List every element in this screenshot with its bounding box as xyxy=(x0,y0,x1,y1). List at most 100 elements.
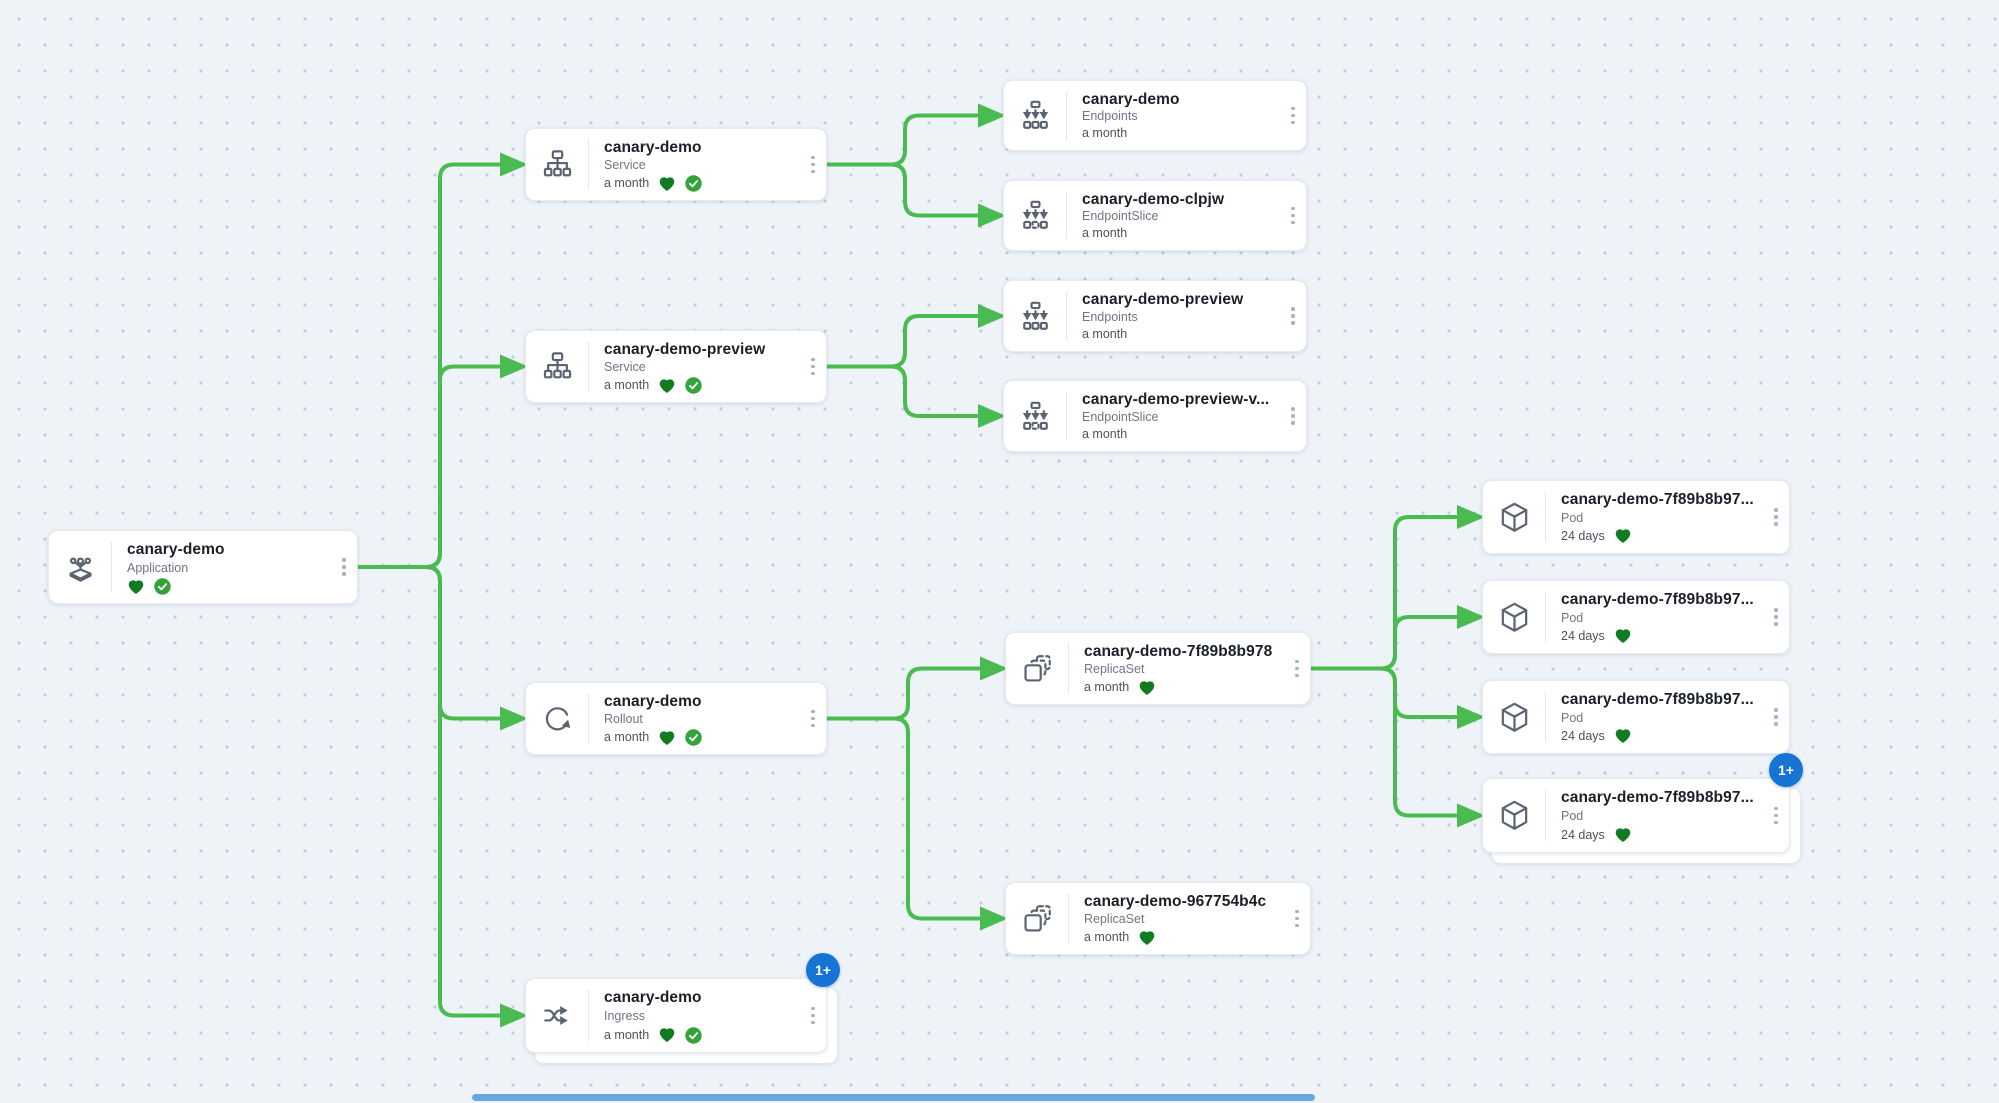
edge-rs1-to-pod2 xyxy=(1309,605,1485,671)
node-ep[interactable]: canary-demo Endpoints a month xyxy=(1003,80,1307,151)
divider xyxy=(1545,790,1546,841)
kebab-menu-button[interactable] xyxy=(1763,779,1789,852)
resource-kind-icon xyxy=(1018,399,1053,434)
edge-rs1-to-pod1 xyxy=(1309,505,1485,671)
more-count-badge[interactable]: 1+ xyxy=(1769,753,1803,787)
resource-title: canary-demo-967754b4c xyxy=(1084,893,1267,910)
edge-svc-preview-to-ep-preview xyxy=(825,304,1006,369)
node-rs2[interactable]: canary-demo-967754b4c ReplicaSet a month xyxy=(1005,882,1311,955)
resource-kind-icon xyxy=(1020,901,1055,936)
more-count-badge[interactable]: 1+ xyxy=(806,953,840,987)
resource-kind-label: Pod xyxy=(1561,809,1584,824)
divider xyxy=(1545,492,1546,542)
resource-kind-icon xyxy=(540,998,575,1033)
resource-age: 24 days xyxy=(1561,827,1605,842)
resource-age: a month xyxy=(604,175,650,190)
kebab-menu-button[interactable] xyxy=(800,331,826,402)
kebab-menu-button[interactable] xyxy=(1284,883,1310,954)
resource-title: canary-demo-preview xyxy=(1082,291,1244,308)
node-svc-preview[interactable]: canary-demo-preview Service a month xyxy=(525,330,827,403)
resource-age: a month xyxy=(1082,327,1128,342)
health-heart-icon xyxy=(658,176,676,192)
node-pod1[interactable]: canary-demo-7f89b8b97... Pod 24 days xyxy=(1482,480,1790,554)
kebab-menu-button[interactable] xyxy=(331,531,357,603)
divider xyxy=(1068,644,1069,693)
resource-age: a month xyxy=(1084,679,1130,694)
divider xyxy=(1545,692,1546,742)
node-pod2[interactable]: canary-demo-7f89b8b97... Pod 24 days xyxy=(1482,580,1790,654)
sync-check-icon xyxy=(685,729,702,746)
resource-kind-label: Endpoints xyxy=(1082,309,1138,324)
resource-kind-label: Endpoints xyxy=(1082,108,1138,123)
resource-title: canary-demo xyxy=(604,989,702,1006)
resource-kind-icon xyxy=(63,550,98,585)
resource-kind-label: Pod xyxy=(1561,510,1584,525)
edge-svc-preview-to-es-preview xyxy=(825,364,1006,428)
divider xyxy=(111,542,112,592)
kebab-menu-button[interactable] xyxy=(1763,581,1789,653)
divider xyxy=(1545,592,1546,642)
resource-title: canary-demo xyxy=(604,693,702,710)
resource-title: canary-demo-preview-v... xyxy=(1082,391,1270,408)
resource-title: canary-demo xyxy=(127,541,225,558)
kebab-menu-button[interactable] xyxy=(800,979,826,1052)
edge-app-to-svc xyxy=(356,152,528,569)
horizontal-scrollbar-thumb[interactable] xyxy=(472,1094,1315,1101)
edge-app-to-ingress xyxy=(356,565,528,1028)
node-pod4[interactable]: canary-demo-7f89b8b97... Pod 24 days 1+ xyxy=(1482,753,1803,853)
resource-age: a month xyxy=(1082,427,1128,442)
resource-title: canary-demo-7f89b8b978 xyxy=(1084,643,1273,660)
node-rs1[interactable]: canary-demo-7f89b8b978 ReplicaSet a mont… xyxy=(1005,632,1311,705)
resource-kind-icon xyxy=(540,349,575,384)
resource-title: canary-demo-7f89b8b97... xyxy=(1561,491,1754,508)
resource-kind-icon xyxy=(1497,600,1532,635)
resource-kind-label: Pod xyxy=(1561,610,1584,625)
health-heart-icon xyxy=(127,579,145,595)
resource-kind-icon xyxy=(540,701,575,736)
edge-rollout-to-rs2 xyxy=(825,716,1008,931)
kebab-menu-button[interactable] xyxy=(800,683,826,754)
node-app[interactable]: canary-demo Application xyxy=(48,530,358,604)
kebab-menu-button[interactable] xyxy=(1280,181,1306,250)
sync-check-icon xyxy=(154,578,171,595)
resource-kind-label: ReplicaSet xyxy=(1084,662,1145,677)
kebab-menu-button[interactable] xyxy=(1763,681,1789,753)
node-svc[interactable]: canary-demo Service a month xyxy=(525,128,827,201)
resource-kind-icon xyxy=(1497,700,1532,735)
resource-title: canary-demo-preview xyxy=(604,341,766,358)
resource-kind-label: Pod xyxy=(1561,710,1584,725)
kebab-menu-button[interactable] xyxy=(1280,381,1306,451)
resource-kind-icon xyxy=(1497,500,1532,535)
node-rollout[interactable]: canary-demo Rollout a month xyxy=(525,682,827,755)
edge-rollout-to-rs1 xyxy=(825,656,1008,721)
resource-kind-icon xyxy=(1018,198,1053,233)
divider xyxy=(1066,292,1067,340)
health-heart-icon xyxy=(1138,930,1156,946)
node-ep-preview[interactable]: canary-demo-preview Endpoints a month xyxy=(1003,280,1307,352)
node-ingress[interactable]: canary-demo Ingress a month 1+ xyxy=(525,953,840,1053)
resource-title: canary-demo-7f89b8b97... xyxy=(1561,691,1754,708)
divider xyxy=(1066,92,1067,139)
kebab-menu-button[interactable] xyxy=(800,129,826,200)
kebab-menu-button[interactable] xyxy=(1284,633,1310,704)
edge-rs1-to-pod3 xyxy=(1309,666,1485,729)
node-pod3[interactable]: canary-demo-7f89b8b97... Pod 24 days xyxy=(1482,680,1790,754)
resource-kind-label: EndpointSlice xyxy=(1082,409,1159,424)
kebab-menu-button[interactable] xyxy=(1280,281,1306,351)
resource-kind-icon xyxy=(1018,299,1053,334)
node-es[interactable]: canary-demo-clpjw EndpointSlice a month xyxy=(1003,180,1307,251)
node-es-preview[interactable]: canary-demo-preview-v... EndpointSlice a… xyxy=(1003,380,1307,452)
resource-age: a month xyxy=(1082,126,1128,141)
resource-kind-icon xyxy=(1497,798,1532,833)
divider xyxy=(588,694,589,743)
health-heart-icon xyxy=(1614,827,1632,843)
divider xyxy=(1066,192,1067,239)
kebab-menu-button[interactable] xyxy=(1763,481,1789,553)
resource-kind-label: EndpointSlice xyxy=(1082,208,1159,223)
health-heart-icon xyxy=(1614,528,1632,544)
health-heart-icon xyxy=(658,1027,676,1043)
divider xyxy=(588,140,589,189)
kebab-menu-button[interactable] xyxy=(1280,81,1306,150)
resource-title: canary-demo xyxy=(604,139,702,156)
